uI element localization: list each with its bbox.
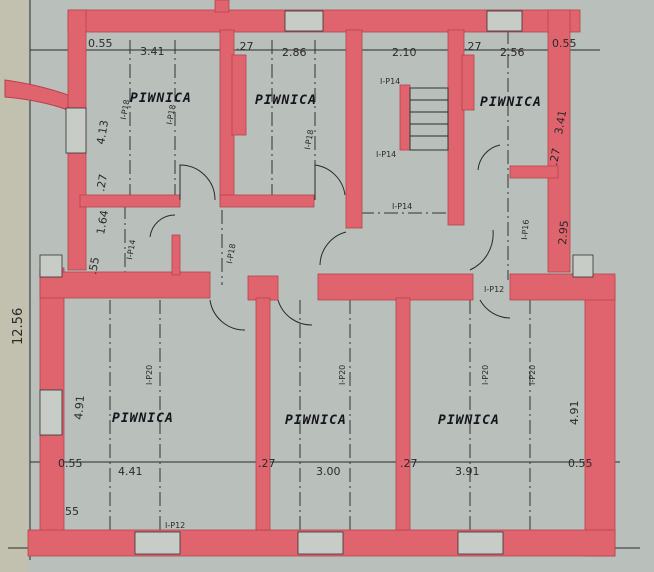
total-dimension-label: 12.56 — [11, 308, 26, 345]
window[interactable] — [284, 10, 324, 32]
room-label: PIWNICA — [255, 93, 317, 108]
windows[interactable] — [39, 10, 594, 555]
door[interactable] — [277, 299, 313, 326]
beam-label: I-P20 — [528, 365, 537, 385]
door[interactable] — [314, 164, 346, 200]
beam-label: I-P14 — [125, 239, 137, 261]
beam-label: I-P18 — [225, 243, 237, 265]
beam-label: I-P20 — [338, 365, 347, 385]
dimension-label: .27 — [258, 457, 276, 470]
room-label: PIWNICA — [285, 413, 347, 428]
beam-label: I-P14 — [392, 202, 412, 211]
door[interactable] — [469, 229, 494, 271]
beam-label: I-P18 — [165, 104, 177, 126]
window[interactable] — [39, 254, 63, 278]
window[interactable] — [572, 254, 594, 278]
room-label: PIWNICA — [112, 411, 174, 426]
window[interactable] — [134, 531, 181, 555]
beam-label: I-P20 — [145, 365, 154, 385]
dimension-label: 2.10 — [392, 46, 417, 59]
dimension-label: 3.91 — [455, 465, 480, 478]
room-label: PIWNICA — [480, 95, 542, 110]
dimension-label: .27 — [547, 147, 563, 166]
beam-label: I-P14 — [376, 150, 396, 159]
door[interactable] — [479, 299, 511, 319]
dimension-label: 4.41 — [118, 465, 143, 478]
dimension-label: .27 — [236, 40, 254, 53]
dimension-label: 2.56 — [500, 46, 525, 59]
beam-label: I-P20 — [481, 365, 490, 385]
dimension-label: 3.41 — [140, 45, 165, 58]
window[interactable] — [39, 389, 63, 436]
door[interactable] — [319, 231, 347, 266]
window[interactable] — [65, 107, 87, 154]
beam-label: I-P18 — [119, 99, 131, 121]
walls — [4, 0, 616, 557]
window[interactable] — [457, 531, 504, 555]
door[interactable] — [477, 144, 501, 171]
dimension-label: 2.95 — [556, 220, 571, 246]
dimension-label: 3.00 — [316, 465, 341, 478]
dimension-label: .27 — [94, 173, 110, 192]
staircase — [409, 87, 449, 151]
beam-label: I-P14 — [380, 77, 400, 86]
dimension-label: 0.55 — [58, 457, 83, 470]
beam-label: I-P18 — [303, 129, 315, 151]
dimension-label: .55 — [86, 256, 102, 275]
dimension-label: 0.55 — [88, 37, 113, 50]
dimension-label: 1.64 — [94, 209, 111, 235]
door[interactable] — [179, 164, 216, 201]
room-label: PIWNICA — [438, 413, 500, 428]
beam-label: I-P16 — [520, 219, 531, 240]
dimension-label: 4.91 — [72, 395, 87, 421]
dimension-label: 0.55 — [552, 37, 577, 50]
dimension-label: .27 — [464, 40, 482, 53]
dimension-label: 55 — [65, 505, 79, 518]
door[interactable] — [209, 299, 246, 331]
door[interactable] — [149, 214, 176, 238]
dimension-label: 4.13 — [94, 119, 111, 145]
room-label: PIWNICA — [130, 91, 192, 106]
dimension-label: 0.55 — [568, 457, 593, 470]
window[interactable] — [297, 531, 344, 555]
doors[interactable] — [149, 144, 511, 331]
dimension-label: .27 — [400, 457, 418, 470]
dimension-label: 2.86 — [282, 46, 307, 59]
dimension-label: 4.91 — [568, 401, 581, 426]
beam-label: I-P12 — [484, 285, 504, 294]
beam-label: I-P12 — [165, 521, 185, 530]
dimension-label: 3.41 — [552, 109, 569, 135]
window[interactable] — [486, 10, 523, 32]
